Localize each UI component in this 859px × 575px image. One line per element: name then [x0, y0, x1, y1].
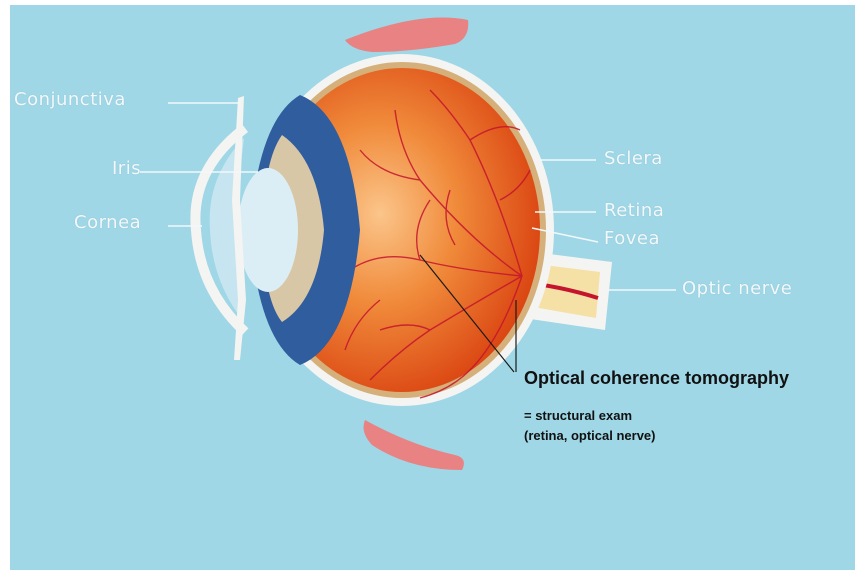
label-sclera: Sclera [604, 148, 663, 169]
oct-description-line1: = structural exam [524, 408, 632, 423]
label-optic-nerve: Optic nerve [682, 278, 792, 299]
oct-title: Optical coherence tomography [524, 368, 789, 389]
label-iris: Iris [112, 158, 141, 179]
label-fovea: Fovea [604, 228, 660, 249]
oct-description-line2: (retina, optical nerve) [524, 428, 655, 443]
label-retina: Retina [604, 200, 664, 221]
lens [238, 168, 298, 292]
label-conjunctiva: Conjunctiva [14, 89, 126, 110]
label-cornea: Cornea [74, 212, 141, 233]
